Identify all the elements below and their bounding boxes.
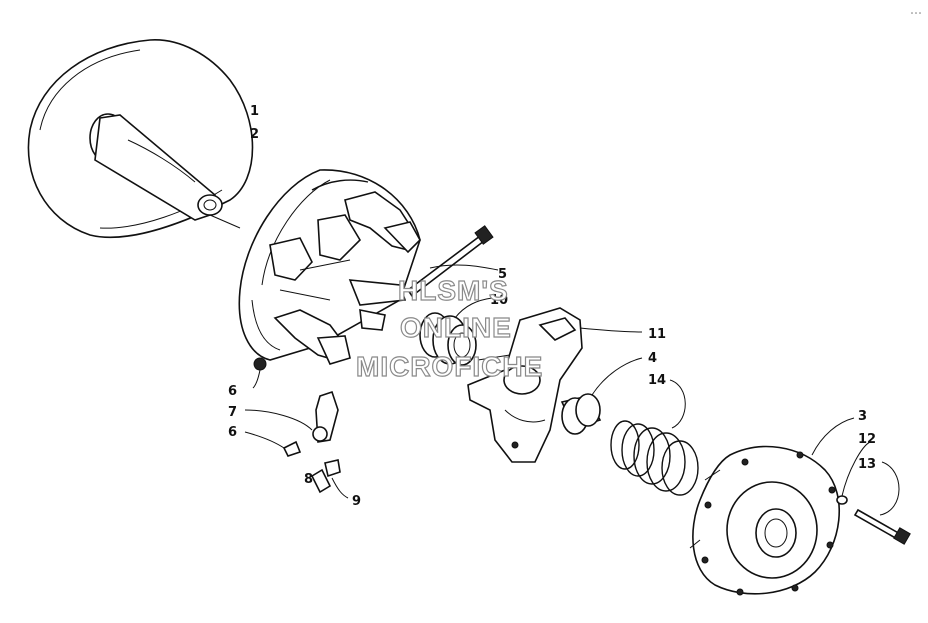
fixed-sheave bbox=[27, 39, 254, 239]
callout-12: 12 bbox=[858, 432, 876, 447]
callout-9: 9 bbox=[352, 494, 361, 509]
callout-8: 8 bbox=[304, 472, 313, 487]
spider-part-11 bbox=[467, 307, 643, 463]
callout-labels: 1 2 3 4 5 6 6 7 8 9 10 11 12 13 14 bbox=[228, 104, 876, 509]
spring-part-14 bbox=[610, 379, 699, 496]
movable-sheave bbox=[238, 169, 421, 365]
corner-mark bbox=[911, 12, 921, 14]
callout-6-lower: 6 bbox=[228, 425, 237, 440]
watermark: HLSM'S ONLINE MICROFICHE bbox=[355, 274, 543, 382]
bushing-part-4 bbox=[560, 357, 643, 435]
callout-11: 11 bbox=[648, 327, 666, 342]
callout-1: 1 bbox=[250, 104, 259, 119]
callout-7: 7 bbox=[228, 405, 237, 420]
watermark-line-1: HLSM'S bbox=[398, 275, 509, 306]
callout-5: 5 bbox=[498, 267, 507, 282]
cover-part-3 bbox=[689, 417, 855, 596]
watermark-line-2: ONLINE bbox=[400, 312, 512, 343]
callout-13: 13 bbox=[858, 457, 876, 472]
callout-3: 3 bbox=[858, 409, 867, 424]
callout-4: 4 bbox=[648, 351, 657, 366]
callout-10: 10 bbox=[490, 293, 508, 308]
bushing-part-10 bbox=[419, 297, 493, 366]
callout-6-upper: 6 bbox=[228, 384, 237, 399]
bolt-part-13 bbox=[836, 441, 911, 545]
small-parts bbox=[244, 357, 349, 499]
callout-14: 14 bbox=[648, 373, 666, 388]
bolt-part-5 bbox=[406, 225, 499, 298]
watermark-line-3: MICROFICHE bbox=[356, 351, 543, 382]
callout-2: 2 bbox=[250, 127, 259, 142]
